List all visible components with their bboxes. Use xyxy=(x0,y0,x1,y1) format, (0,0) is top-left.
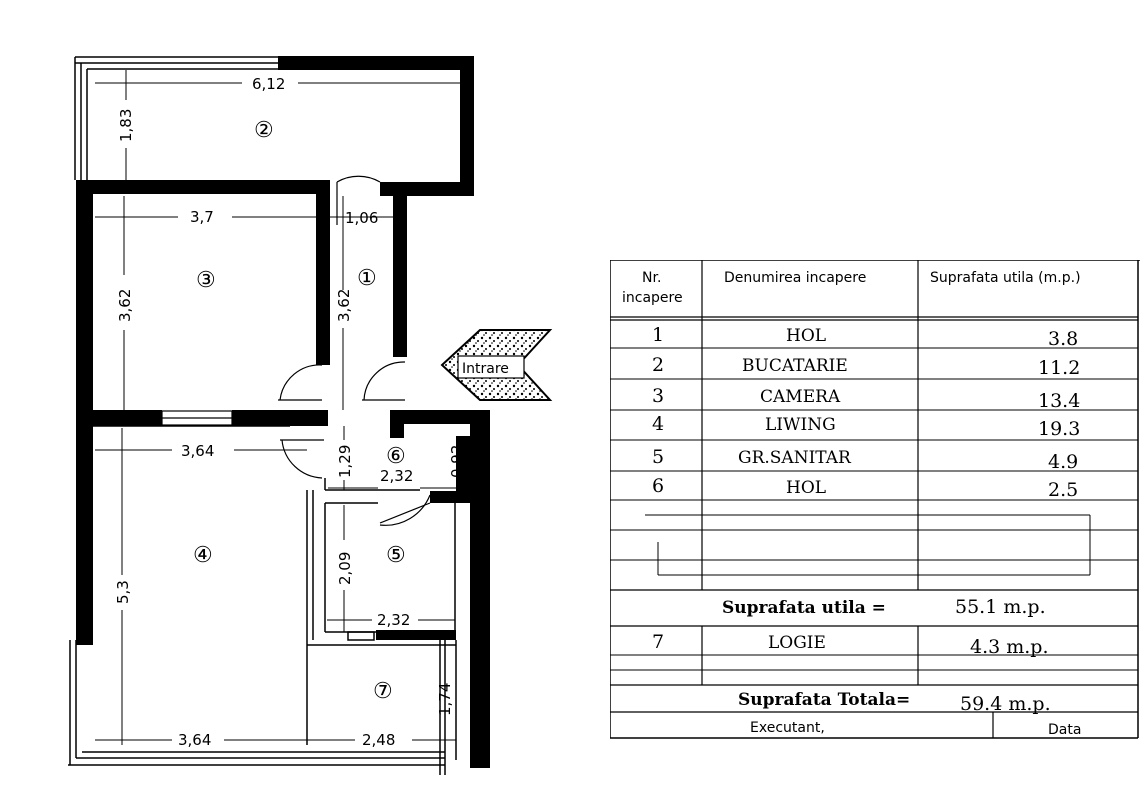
room-marker-6: ⑥ xyxy=(386,444,406,469)
row-name: GR.SANITAR xyxy=(738,448,852,468)
room-marker-3: ③ xyxy=(196,268,216,293)
row-name: BUCATARIE xyxy=(742,356,848,376)
room-marker-2: ② xyxy=(254,118,274,143)
row-nr: 1 xyxy=(652,324,664,346)
row-area: 11.2 xyxy=(1038,357,1080,379)
table-row: 3 CAMERA 13.4 xyxy=(652,385,1080,412)
loggia-area: 4.3 m.p. xyxy=(970,636,1049,658)
floor-plan: 6,12 1,83 3,7 3,62 3,62 1,06 3,64 5,3 1,… xyxy=(68,56,553,775)
header-nr: Nr. xyxy=(642,270,661,286)
area-table: Nr. incapere Denumirea incapere Suprafat… xyxy=(610,260,1140,739)
dim-bath-width: 2,32 xyxy=(377,611,410,629)
useful-area-label: Suprafata utila = xyxy=(722,598,886,618)
row-name: HOL xyxy=(786,326,826,346)
row-area: 19.3 xyxy=(1038,418,1080,440)
dim-bottom-left-width: 3,64 xyxy=(178,731,211,749)
row-name: LIWING xyxy=(765,415,836,435)
entrance-arrow-icon xyxy=(440,329,553,401)
dim-hol6-side: 0,92 xyxy=(448,445,466,478)
walls xyxy=(76,56,490,768)
table-row: 5 GR.SANITAR 4.9 xyxy=(652,446,1078,473)
row-area: 13.4 xyxy=(1038,390,1080,412)
dim-hol6-height: 1,29 xyxy=(336,445,354,478)
dim-bath-height: 2,09 xyxy=(336,552,354,585)
dim-room4-height: 5,3 xyxy=(114,580,132,604)
row-area: 3.8 xyxy=(1048,328,1078,350)
dim-bottom-right-width: 2,48 xyxy=(362,731,395,749)
useful-area-value: 55.1 m.p. xyxy=(955,596,1046,618)
dim-top-height: 1,83 xyxy=(117,109,135,142)
total-area-label: Suprafata Totala= xyxy=(738,690,910,710)
dim-hall-height: 3,62 xyxy=(335,289,353,322)
table-row: 6 HOL 2.5 xyxy=(652,475,1078,501)
header-area: Suprafata utila (m.p.) xyxy=(930,270,1081,286)
inner-window xyxy=(161,410,233,426)
dim-loggia-height: 1,74 xyxy=(436,683,454,716)
row-area: 2.5 xyxy=(1048,479,1078,501)
date-label: Data xyxy=(1048,722,1081,738)
table-row: 2 BUCATARIE 11.2 xyxy=(652,354,1080,379)
dim-room4-width: 3,64 xyxy=(181,442,214,460)
total-area-value: 59.4 m.p. xyxy=(960,693,1051,715)
row-area: 4.9 xyxy=(1048,451,1078,473)
dim-hol6-width: 2,32 xyxy=(380,467,413,485)
table-row: 4 LIWING 19.3 xyxy=(652,413,1080,440)
dim-hall-width: 1,06 xyxy=(345,209,378,227)
loggia-nr: 7 xyxy=(652,631,664,653)
dim-room3-height: 3,62 xyxy=(116,289,134,322)
partitions xyxy=(93,425,457,760)
header-name: Denumirea incapere xyxy=(724,270,866,286)
dim-room3-width: 3,7 xyxy=(190,208,214,226)
row-nr: 2 xyxy=(652,354,664,376)
room-marker-1: ① xyxy=(357,266,377,291)
executant-label: Executant, xyxy=(750,720,825,736)
dimension-lines xyxy=(95,70,460,745)
dim-top-width: 6,12 xyxy=(252,75,285,93)
loggia-name: LOGIE xyxy=(768,633,826,653)
entrance-label: Intrare xyxy=(462,361,509,377)
window-lines xyxy=(68,56,446,775)
header-nr-2: incapere xyxy=(622,290,683,306)
row-nr: 3 xyxy=(652,385,664,407)
row-nr: 4 xyxy=(652,413,664,435)
row-name: HOL xyxy=(786,478,826,498)
room-marker-5: ⑤ xyxy=(386,543,406,568)
room-marker-7: ⑦ xyxy=(373,679,393,704)
table-row-loggia: 7 LOGIE 4.3 m.p. xyxy=(652,631,1049,658)
row-nr: 5 xyxy=(652,446,664,468)
doors xyxy=(278,175,431,526)
row-name: CAMERA xyxy=(760,387,841,407)
room-marker-4: ④ xyxy=(193,543,213,568)
row-nr: 6 xyxy=(652,475,664,497)
table-row: 1 HOL 3.8 xyxy=(652,324,1078,350)
